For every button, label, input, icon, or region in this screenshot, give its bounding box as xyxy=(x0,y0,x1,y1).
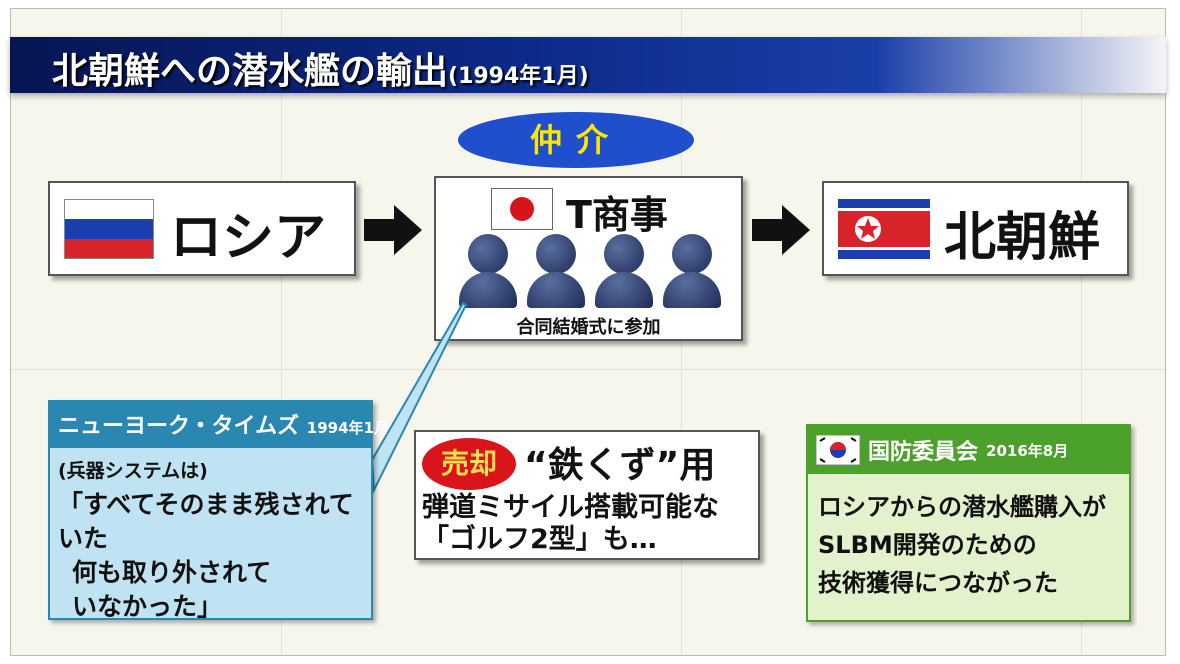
person-icon xyxy=(663,234,721,308)
sale-line: 弾道ミサイル搭載可能な xyxy=(422,492,719,523)
sale-headline: “鉄くず”用 xyxy=(524,445,716,486)
nyt-line: (兵器システムは) xyxy=(58,460,208,482)
person-icon xyxy=(595,234,653,308)
nyt-line: いなかった」 xyxy=(72,592,223,621)
defense-line: SLBM開発のための xyxy=(818,531,1037,559)
russia-flag-icon xyxy=(64,199,154,259)
sale-badge: 売却 xyxy=(422,438,516,490)
arrow-right-icon xyxy=(752,205,810,255)
sale-box: 売却 “鉄くず”用 弾道ミサイル搭載可能な 「ゴルフ2型」も… xyxy=(414,430,760,560)
nyt-line: 何も取り外されて xyxy=(72,558,272,587)
japan-flag-icon xyxy=(491,188,553,230)
nyt-line: 「すべてそのまま残されていた xyxy=(58,490,354,553)
sale-line: 「ゴルフ2型」も… xyxy=(422,524,657,555)
company-box: T商事 合同結婚式に参加 xyxy=(434,176,743,341)
north-korea-flag-icon xyxy=(838,199,930,259)
person-icon xyxy=(527,234,585,308)
defense-committee-box: 国防委員会 2016年8月 ロシアからの潜水艦購入が SLBM開発のための 技術… xyxy=(806,424,1131,622)
russia-box: ロシア xyxy=(48,181,356,276)
title-bar xyxy=(10,37,1166,93)
page-title: 北朝鮮への潜水艦の輸出(1994年1月) xyxy=(52,42,589,94)
nyt-quote-box: ニューヨーク・タイムズ 1994年1月 (兵器システムは) 「すべてそのまま残さ… xyxy=(48,400,389,621)
person-icon xyxy=(459,234,517,308)
north-korea-label: 北朝鮮 xyxy=(944,208,1101,268)
intermediary-label: 仲介 xyxy=(458,112,694,168)
north-korea-box: 北朝鮮 xyxy=(822,181,1129,276)
south-korea-flag-icon xyxy=(816,435,860,465)
title-main: 北朝鮮への潜水艦の輸出 xyxy=(52,51,449,92)
defense-line: ロシアからの潜水艦購入が xyxy=(818,493,1106,521)
company-name: T商事 xyxy=(566,193,668,237)
russia-label: ロシア xyxy=(170,208,327,268)
defense-date: 2016年8月 xyxy=(986,441,1069,460)
arrow-right-icon xyxy=(364,205,422,255)
defense-line: 技術獲得につながった xyxy=(818,569,1058,597)
nyt-source: ニューヨーク・タイムズ xyxy=(58,414,300,439)
defense-source: 国防委員会 xyxy=(868,440,979,465)
nyt-date: 1994年1月 xyxy=(306,419,389,437)
callout-pointer xyxy=(370,301,468,494)
company-caption: 合同結婚式に参加 xyxy=(516,317,661,338)
title-date: (1994年1月) xyxy=(448,64,589,89)
